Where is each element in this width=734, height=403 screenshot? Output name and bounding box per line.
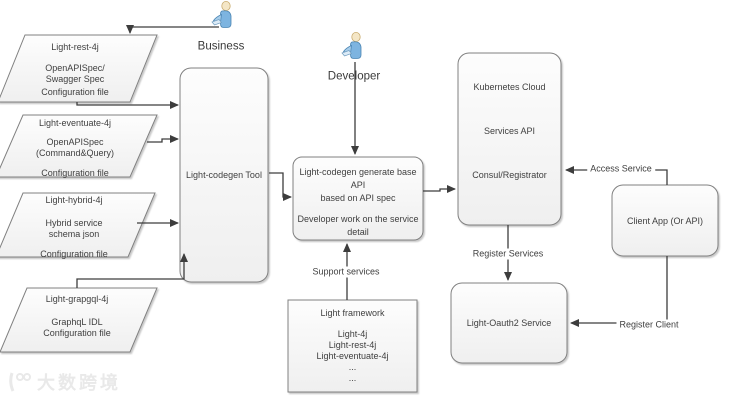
- edge-codegen-to-cloud: [423, 185, 456, 193]
- developer-label: Developer: [327, 70, 381, 83]
- input-line: (Command&Query): [35, 148, 115, 158]
- input-node-light-hybrid-4j: Light-hybrid-4j Hybrid service schema js…: [0, 193, 148, 259]
- input-title: Light-eventuate-4j: [38, 118, 112, 128]
- input-node-light-eventuate-4j: Light-eventuate-4j OpenAPISpec (Command&…: [0, 115, 150, 178]
- framework-item: Light-rest-4j: [328, 340, 377, 350]
- input-line: OpenAPISpec/: [45, 63, 105, 73]
- input-line: Hybrid service: [45, 218, 103, 228]
- node-label: Light-codegen Tool: [186, 170, 262, 180]
- input-shape-light-eventuate-4j: [0, 114, 158, 178]
- node-codegen-process: Light-codegen generate base API based on…: [293, 157, 423, 240]
- input-config: Configuration file: [43, 328, 111, 338]
- node-shape-light-framework: [287, 299, 418, 393]
- input-line: Swagger Spec: [45, 74, 105, 84]
- framework-item: ...: [348, 362, 357, 372]
- framework-item: Light-4j: [337, 329, 368, 339]
- node-line: detail: [347, 227, 369, 237]
- business-person-icon: [211, 1, 232, 28]
- node-kubernetes-cloud: Kubernetes Cloud Services API Consul/Reg…: [458, 53, 561, 225]
- node-shape-client-app: [611, 184, 719, 257]
- input-shape-light-rest-4j: [0, 34, 158, 103]
- node-line: Consul/Registrator: [472, 170, 547, 180]
- edge-grapgql4j-to-tool: [76, 253, 188, 288]
- input-line: GraphqL IDL: [51, 317, 103, 327]
- node-line: Kubernetes Cloud: [473, 82, 546, 92]
- edge-eventuate4j-to-tool: [147, 135, 179, 143]
- node-line: Services API: [483, 126, 536, 136]
- framework-item: Light-eventuate-4j: [316, 351, 389, 361]
- node-codegen-tool: Light-codegen Tool: [180, 68, 268, 282]
- node-light-framework: Light framework Light-4j Light-rest-4j L…: [288, 300, 417, 392]
- node-client-app: Client App (Or API): [612, 185, 718, 256]
- edge-business-to-rest4j: [126, 25, 219, 34]
- edge-label-access-service: Access Service: [587, 163, 655, 175]
- input-node-light-rest-4j: Light-rest-4j OpenAPISpec/ Swagger Spec …: [0, 35, 150, 102]
- input-title: Light-grapgql-4j: [45, 294, 109, 304]
- node-shape-kubernetes-cloud: [457, 52, 562, 226]
- framework-item: ...: [348, 373, 357, 383]
- node-title: Light framework: [320, 308, 385, 318]
- input-shape-light-hybrid-4j: [0, 192, 156, 258]
- node-label: Light-Oauth2 Service: [466, 318, 552, 328]
- input-title: Light-hybrid-4j: [45, 195, 103, 205]
- node-shape-codegen-process: [292, 156, 424, 241]
- input-config: Configuration file: [40, 249, 108, 259]
- watermark: 大数跨境: [6, 369, 121, 395]
- watermark-text: 大数跨境: [37, 373, 121, 393]
- node-line: Developer work on the service: [297, 214, 419, 224]
- edge-client-to-oauth-register: [570, 256, 668, 327]
- node-line: based on API spec: [320, 193, 396, 203]
- node-shape-codegen-tool: [179, 67, 269, 283]
- edge-rest4j-to-tool: [76, 101, 179, 109]
- edge-tool-to-codegen: [269, 172, 292, 201]
- node-label: Client App (Or API): [626, 215, 704, 226]
- node-shape-oauth2-service: [450, 282, 568, 364]
- input-shape-light-grapgql-4j: [0, 287, 158, 353]
- input-node-light-grapgql-4j: Light-grapgql-4j GraphqL IDL Configurati…: [2, 288, 152, 352]
- input-config: Configuration file: [41, 168, 109, 178]
- edge-label-register-client: Register Client: [616, 319, 682, 331]
- input-config: Configuration file: [41, 87, 109, 97]
- input-line: OpenAPISpec: [46, 137, 104, 147]
- node-line: Light-codegen generate base API: [299, 167, 417, 190]
- edge-label-support-services: Support services: [309, 266, 383, 278]
- edge-label-register-services: Register Services: [469, 248, 547, 260]
- watermark-logo-icon: [9, 372, 31, 392]
- business-label: Business: [197, 40, 245, 53]
- developer-person-icon: [341, 32, 362, 59]
- node-oauth2-service: Light-Oauth2 Service: [451, 283, 567, 363]
- input-title: Light-rest-4j: [51, 42, 99, 52]
- input-line: schema json: [48, 229, 100, 239]
